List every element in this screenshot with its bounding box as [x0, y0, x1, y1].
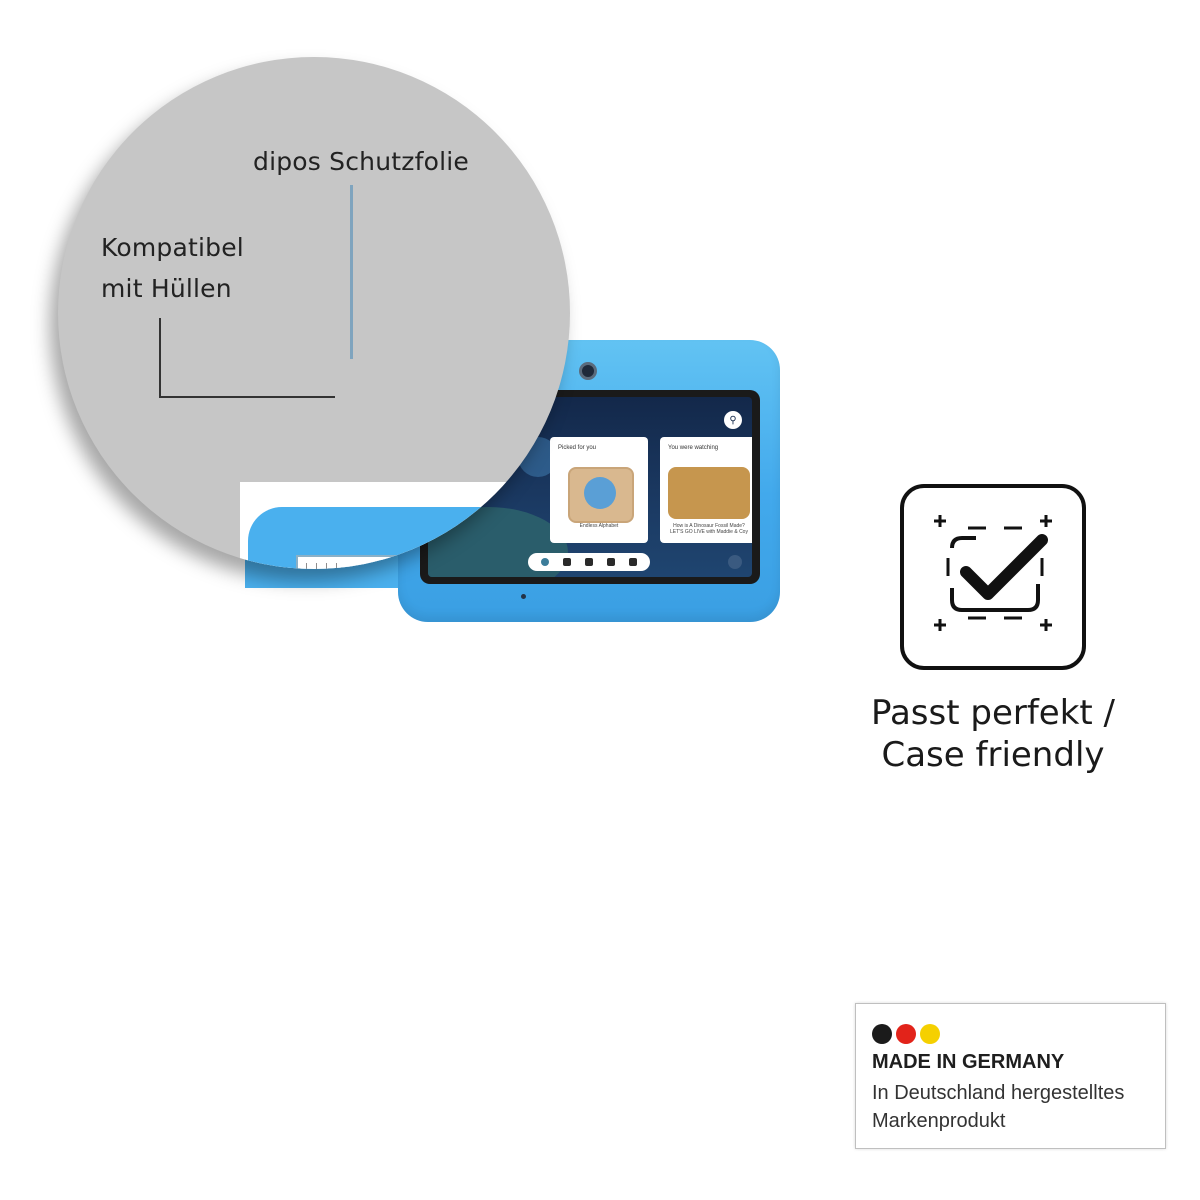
settings-icon	[728, 555, 742, 569]
games-icon	[563, 558, 571, 566]
leader-line-case-horizontal	[159, 396, 335, 398]
label-screen-protector: dipos Schutzfolie	[253, 147, 469, 176]
flag-dot-red	[896, 1024, 916, 1044]
label-line-2: mit Hüllen	[101, 274, 232, 303]
camera-icon	[579, 362, 597, 380]
leader-line-case-vertical	[159, 318, 161, 398]
search-icon: ⚲	[724, 411, 742, 429]
made-in-germany-title: MADE IN GERMANY	[872, 1051, 1065, 1073]
card-caption: How is A Dinosaur Fossil Made? LET'S GO …	[670, 523, 748, 535]
german-flag-dots	[872, 1024, 940, 1044]
tablet-sensor-dot	[521, 594, 526, 599]
home-icon	[541, 558, 549, 566]
books-icon	[585, 558, 593, 566]
badge-caption-line-2: Case friendly	[881, 735, 1105, 775]
flag-dot-gold	[920, 1024, 940, 1044]
checkmark-frame-icon	[900, 484, 1086, 670]
video-thumbnail	[668, 467, 750, 519]
card-caption: Endless Alphabet	[579, 523, 619, 529]
made-in-germany-subtitle: In Deutschland hergestelltes Markenprodu…	[872, 1082, 1125, 1132]
screen-card-watching: You were watching How is A Dinosaur Foss…	[660, 437, 752, 543]
badge-caption: Passt perfekt / Case friendly	[840, 692, 1146, 776]
leader-line-protector	[350, 185, 353, 359]
flag-dot-black	[872, 1024, 892, 1044]
magnifier-lens: dipos Schutzfolie Kompatibel mit Hüllen	[58, 57, 570, 569]
made-in-germany-badge: MADE IN GERMANY In Deutschland hergestel…	[855, 1003, 1166, 1149]
lens-zoom-grid	[306, 563, 346, 569]
monster-thumbnail	[568, 467, 634, 523]
checkmark-frame-svg	[934, 515, 1052, 631]
badge-caption-line-1: Passt perfekt /	[870, 693, 1116, 733]
screen-nav-bar	[528, 553, 650, 571]
label-line-1: Kompatibel	[101, 233, 244, 262]
card-title: Picked for you	[558, 445, 597, 451]
card-title: You were watching	[668, 445, 719, 451]
video-icon	[607, 558, 615, 566]
lens-zoom-screen	[296, 555, 500, 569]
screen-card-picked: Picked for you Endless Alphabet	[550, 437, 648, 543]
label-case-compatible: Kompatibel mit Hüllen	[101, 227, 244, 309]
apps-icon	[629, 558, 637, 566]
